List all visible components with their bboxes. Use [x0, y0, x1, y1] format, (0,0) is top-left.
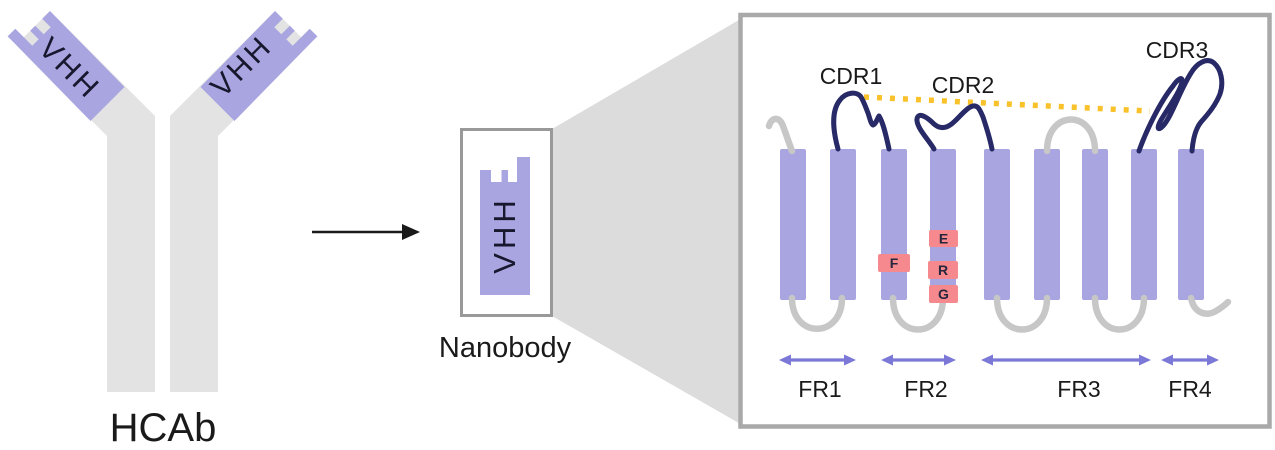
cdr2-loop [914, 103, 995, 152]
fr3-arrow-right-head [1139, 354, 1151, 366]
top-loop-6-7 [1043, 116, 1099, 155]
hallmark-residues: F E R G [878, 230, 958, 303]
cdr2-label: CDR2 [932, 72, 995, 98]
bottom-loop-7-8 [1091, 294, 1148, 333]
beta-strand-8 [1131, 149, 1157, 300]
residue-g-box [929, 285, 958, 303]
disulfide-bond-dotted-line [863, 94, 1151, 114]
c-terminal-tail [1187, 294, 1232, 317]
nanobody-vhh-domain [480, 157, 530, 295]
vhh-detail-panel: CDR1 CDR2 CDR3 F E R G [738, 12, 1272, 429]
residue-f-letter: F [890, 255, 899, 271]
hcab-right-arm-and-stalk [170, 11, 309, 392]
residue-r-letter: R [938, 262, 948, 278]
bottom-loop-5-6 [993, 294, 1051, 333]
nanobody-vhh-label: VHH [487, 196, 522, 273]
cdr1-loop [831, 90, 892, 152]
beta-strand-1 [780, 149, 806, 300]
hcab-left-vhh-domain [7, 11, 125, 121]
framework-region-arrows [779, 354, 1219, 366]
hcab-structure: VHH VHH HCAb [7, 11, 318, 450]
hcab-left-arm-and-stalk [16, 11, 155, 392]
nanobody-label: Nanobody [439, 332, 572, 364]
residue-e-letter: E [939, 230, 948, 246]
fr3-arrow-left-head [981, 354, 993, 366]
fr2-arrow-right-head [944, 354, 956, 366]
n-terminal-tail [765, 115, 796, 155]
cdr3-label: CDR3 [1146, 37, 1209, 63]
transition-arrow [312, 224, 420, 240]
residue-f-box [878, 254, 910, 272]
beta-strand-5 [984, 149, 1010, 300]
bottom-loop-3-4 [889, 294, 947, 333]
fr1-arrow-right-head [844, 354, 856, 366]
fr2-label: FR2 [904, 376, 947, 402]
beta-strand-7 [1082, 149, 1108, 300]
cdr-loops [831, 58, 1225, 154]
beta-strand-2 [830, 149, 856, 300]
fr1-label: FR1 [798, 376, 841, 402]
fr4-arrow-left-head [1161, 354, 1173, 366]
hcab-label: HCAb [110, 406, 217, 450]
fr4-label: FR4 [1168, 376, 1212, 402]
residue-g-letter: G [938, 286, 949, 302]
framework-loops [765, 115, 1232, 333]
fr4-arrow-right-head [1207, 354, 1219, 366]
fr3-label: FR3 [1057, 376, 1100, 402]
fr1-arrow-left-head [779, 354, 791, 366]
beta-strand-9 [1178, 149, 1204, 300]
residue-r-box [928, 261, 958, 279]
residue-e-box [929, 230, 958, 247]
beta-strand-3 [881, 149, 907, 300]
beta-strands [780, 149, 1204, 300]
arrow-head [402, 224, 420, 240]
zoom-wedge [552, 17, 744, 426]
bottom-loop-1-2 [788, 294, 846, 332]
cdr1-label: CDR1 [820, 63, 883, 89]
beta-strand-6 [1034, 149, 1060, 300]
hcab-right-vhh-domain [200, 11, 318, 121]
nanobody-structure: VHH Nanobody [439, 128, 572, 364]
fr2-arrow-left-head [881, 354, 893, 366]
cdr3-loop [1136, 58, 1225, 154]
